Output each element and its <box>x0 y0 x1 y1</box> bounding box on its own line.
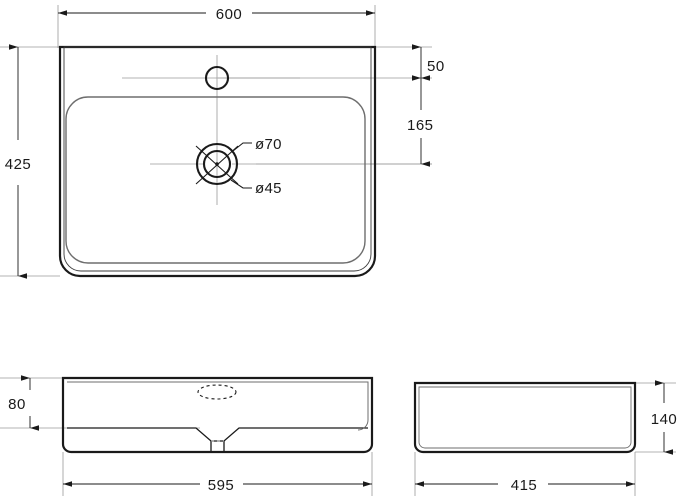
basin-outer-outline <box>58 45 377 278</box>
plan-extension-lines <box>0 5 432 277</box>
front-drain-notch <box>210 441 225 452</box>
callout-drain-inner: ø45 <box>230 179 282 197</box>
dimension-label-595: 595 <box>208 477 235 494</box>
drain-inner-circle <box>202 149 232 179</box>
front-body-outline <box>61 376 374 454</box>
drain-center-point <box>215 162 219 166</box>
dimension-label-140: 140 <box>651 411 678 428</box>
dimension-width-595: 595 <box>63 477 372 494</box>
dimension-label-50: 50 <box>427 58 445 75</box>
dimension-height-140: 140 <box>651 380 678 455</box>
dimension-offset-50: 50 <box>412 44 445 81</box>
side-body-inner-offset <box>418 386 632 449</box>
dimension-offset-165: 165 <box>407 75 434 167</box>
side-extension-lines <box>414 382 676 496</box>
basin-bowl-outline <box>65 96 366 264</box>
dimension-depth-425: 425 <box>5 44 32 279</box>
front-elevation-group: 80 595 <box>0 375 374 496</box>
front-body-inner-offset <box>67 381 369 431</box>
drain-assembly <box>195 142 239 186</box>
callout-drain-outer: ø70 <box>232 136 282 153</box>
plan-view-group: 600 425 50 165 <box>0 5 445 279</box>
side-elevation-group: 140 415 <box>413 380 678 496</box>
dimension-height-80: 80 <box>8 375 39 431</box>
dimension-label-415: 415 <box>511 477 538 494</box>
callout-label-diameter-45: ø45 <box>255 180 282 197</box>
dimension-width-600: 600 <box>58 6 375 23</box>
side-body-outline <box>413 381 637 454</box>
overflow-slot-hidden-icon <box>197 384 237 400</box>
basin-outer-inner-offset <box>63 46 372 272</box>
front-upper-band-line <box>67 427 368 442</box>
tap-hole-icon <box>204 65 230 91</box>
front-extension-lines <box>0 377 373 496</box>
callout-label-diameter-70: ø70 <box>255 136 282 153</box>
dimension-width-415: 415 <box>415 477 635 494</box>
drain-outer-circle <box>195 142 239 186</box>
dimension-label-600: 600 <box>216 6 243 23</box>
dimension-label-165: 165 <box>407 117 434 134</box>
dimension-label-425: 425 <box>5 156 32 173</box>
dimension-label-80: 80 <box>8 396 26 413</box>
